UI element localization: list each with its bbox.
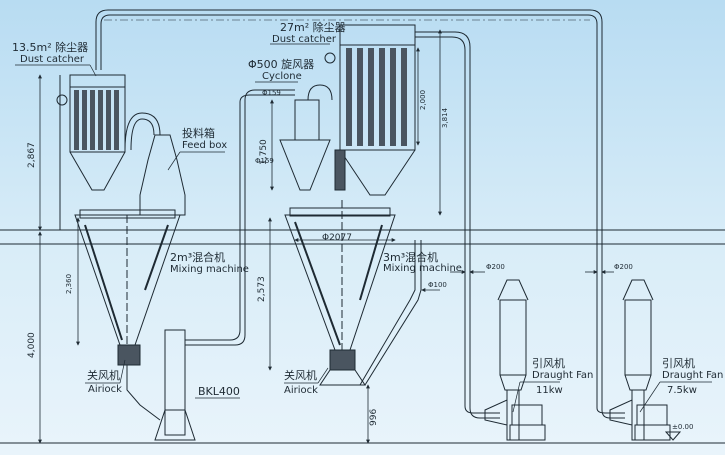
draught-fan-2 (609, 279, 671, 441)
cyclone (279, 84, 333, 191)
right-airlock-label-en: Airiock (284, 385, 318, 396)
bkl400-elevator (154, 89, 295, 441)
large-dust-catcher-label-cn: 27m² 除尘器 (280, 21, 346, 34)
dim-discharge-height: 996 (369, 408, 379, 426)
large-dust-catcher-label-en: Dust catcher (272, 34, 336, 45)
feed-box-label-cn: 投料箱 (182, 127, 215, 140)
large-mixer-label-en: Mixing machine (383, 263, 462, 274)
right-airlock-label-cn: 关风机 (284, 369, 317, 382)
left-airlock-label-cn: 关风机 (87, 369, 120, 382)
fan1-label-cn: 引风机 (532, 357, 565, 370)
fan2-label-cn: 引风机 (662, 357, 695, 370)
ground-level-label: ±0.00 (672, 423, 694, 431)
draught-fan-1 (484, 279, 546, 441)
dimension-lines (38, 29, 614, 444)
dim-cyclone-pipe-side: Φ159 (255, 157, 274, 165)
fan1-label-en: Draught Fan (532, 370, 594, 381)
dim-pipe-small: Φ100 (428, 281, 447, 289)
small-dust-catcher-label-cn: 13.5m² 除尘器 (12, 41, 89, 54)
dim-pipe-fan1: Φ200 (486, 263, 505, 271)
dim-large-mixer-diameter: Φ2077 (322, 233, 352, 243)
leader-lines (15, 43, 712, 413)
large-mixer-label-cn: 3m³混合机 (383, 251, 439, 264)
left-airlock (117, 344, 161, 421)
dim-cyclone-pipe-top: Φ159 (262, 89, 281, 97)
ground-level-symbol (664, 431, 682, 441)
dim-pipe-fan2: Φ200 (614, 263, 633, 271)
fan2-power: 7.5kw (667, 385, 697, 396)
cyclone-label-en: Cyclone (262, 71, 302, 82)
fan1-power: 11kw (536, 385, 563, 396)
small-dust-catcher-label-en: Dust catcher (20, 54, 84, 65)
dim-catcher-height: 3,814 (441, 107, 449, 128)
small-mixer-label-en: Mixing machine (170, 264, 249, 275)
duct-fan1 (415, 31, 500, 419)
left-airlock-label-en: Airiock (88, 384, 122, 395)
large-dust-catcher (324, 24, 416, 196)
dim-left-lower: 4,000 (27, 332, 37, 358)
feed-box-label-en: Feed box (182, 140, 228, 151)
fan2-label-en: Draught Fan (662, 370, 724, 381)
large-mixer (284, 200, 422, 386)
dim-large-mixer-height: 2,573 (257, 276, 267, 302)
cyclone-label-cn: Φ500 旋风器 (248, 58, 315, 71)
feed-box (124, 112, 186, 216)
small-mixer-label-cn: 2m³混合机 (170, 251, 226, 264)
dim-small-mixer-height: 2,360 (65, 273, 73, 294)
dim-left-upper: 2,867 (27, 142, 37, 168)
bkl400-label: BKL400 (198, 385, 240, 398)
small-dust-catcher (56, 74, 126, 230)
top-duct (95, 9, 625, 419)
dim-bag-height: 2,000 (419, 89, 427, 110)
